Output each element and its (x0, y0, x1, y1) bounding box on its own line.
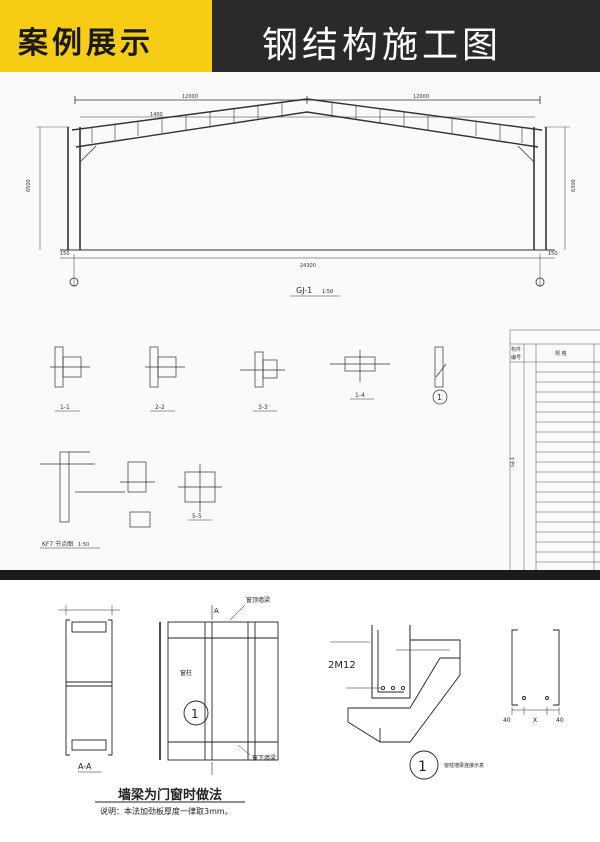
table-group: GJ-1 (510, 457, 516, 467)
label-window-column: 窗柱 (180, 669, 192, 677)
page-title: 钢结构施工图 (262, 25, 503, 66)
dim-40-right: 40 (556, 717, 564, 724)
lower-panel (0, 580, 600, 842)
section-3-3: 3-3 (258, 404, 268, 411)
table-head-1: 构件 (511, 346, 521, 353)
mid-circle-number: 1 (191, 707, 199, 721)
right-caption: 窗柱墙梁连接示意 (444, 762, 484, 769)
lower-caption-main: 墙梁为门窗时做法 (118, 788, 223, 803)
dim-base-right: 150 (548, 251, 558, 257)
table-head-2: 编号 (511, 354, 521, 361)
section-1-4: 1-4 (355, 392, 365, 399)
dim-total-span: 24300 (300, 263, 316, 269)
dim-span-right: 12000 (413, 94, 429, 100)
divider-band (0, 570, 600, 580)
dim-col-right: 6300 (571, 179, 577, 192)
section-letter-a: A (214, 607, 219, 615)
dim-base-left: 150 (60, 251, 70, 257)
bolt-label: 2M12 (328, 660, 356, 671)
dim-40-left: 40 (503, 717, 511, 724)
header-bar: 案例展示 钢结构施工图 (0, 0, 600, 72)
dim-span-left: 12000 (182, 94, 198, 100)
connection-details (40, 346, 448, 549)
dim-panel: 1400 (150, 112, 163, 118)
section-5-5: 5-5 (192, 513, 202, 520)
frame-scale: 1:50 (322, 289, 333, 295)
node-scale: 1:50 (78, 542, 89, 548)
label-window-top-beam: 窗顶墙梁 (246, 596, 270, 604)
table-head-3: 规 格 (555, 350, 567, 357)
aa-section-label: A-A (78, 762, 92, 771)
frame-caption: GJ-1 (296, 286, 312, 295)
detail-circle-number: 1 (437, 393, 442, 402)
node-caption: KF7 节点图 (42, 540, 73, 548)
steel-frame-elevation: 12000 12000 24300 150 150 1400 6500 6300… (26, 94, 600, 577)
drawing-sheet (0, 72, 600, 578)
dim-col-left: 6500 (26, 179, 32, 192)
dim-x: X (533, 717, 537, 724)
window-beam-details: A-A A 窗顶墙梁 窗柱 窗下墙梁 1 2M12 1 窗柱墙梁连接示意 40 … (58, 596, 564, 803)
lower-caption-note: 说明：本法加劲板厚度一律取3mm。 (100, 807, 233, 816)
section-2-2: 2-2 (155, 404, 165, 411)
category-tag: 案例展示 (0, 0, 212, 72)
right-circle-number: 1 (418, 759, 427, 775)
category-tag-text: 案例展示 (18, 26, 154, 61)
section-1-1: 1-1 (60, 404, 70, 411)
label-window-bottom-beam: 窗下墙梁 (252, 754, 276, 762)
material-table (509, 329, 600, 577)
